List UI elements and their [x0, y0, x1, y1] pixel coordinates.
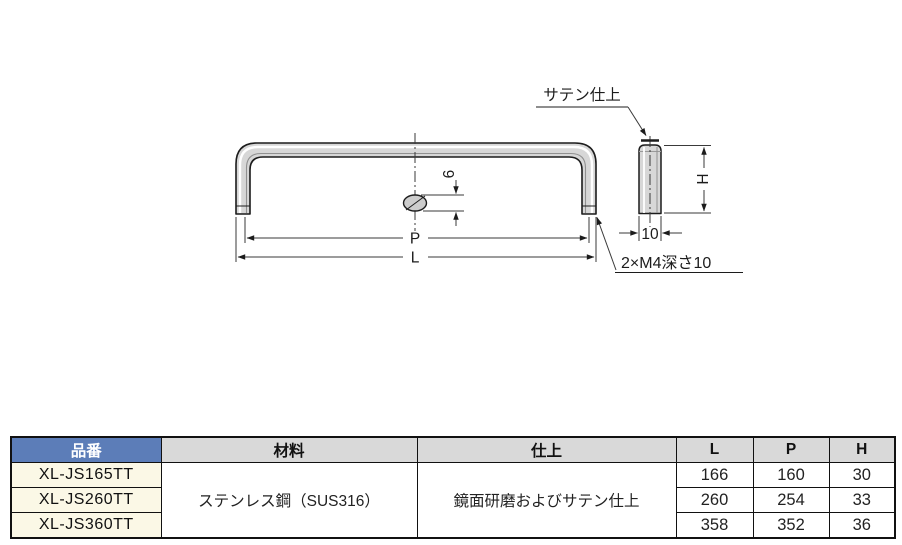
- L-value-cell: 358: [675, 512, 754, 539]
- cross-section-hatch: [405, 195, 426, 211]
- H-value-cell: 30: [828, 462, 896, 488]
- satin-finish-label: サテン仕上: [543, 86, 621, 104]
- dimension-L: [235, 217, 597, 262]
- dim-L-label: L: [411, 250, 420, 267]
- dim-P-label: P: [410, 231, 420, 248]
- part-no-cell: XL-JS360TT: [10, 512, 162, 539]
- spec-table-container: 品番 材料 仕上 L P H XL-JS165TT ステンレス鋼（SUS316）…: [10, 436, 896, 539]
- col-header-part-no: 品番: [10, 436, 162, 463]
- col-header-P: P: [752, 436, 830, 463]
- spec-table: 品番 材料 仕上 L P H XL-JS165TT ステンレス鋼（SUS316）…: [10, 436, 896, 539]
- L-value-cell: 166: [675, 462, 754, 488]
- col-header-finish: 仕上: [416, 436, 677, 463]
- handle-technical-drawing: 6 P L 2×M4深さ10: [235, 86, 743, 274]
- dimension-6: [421, 180, 464, 226]
- part-no-cell: XL-JS165TT: [10, 462, 162, 488]
- end-view: サテン仕上 H 10: [536, 86, 712, 243]
- thread-note-label: 2×M4深さ10: [621, 254, 711, 272]
- col-header-L: L: [675, 436, 754, 463]
- front-view: 6 P L 2×M4深さ10: [235, 133, 743, 274]
- col-header-material: 材料: [160, 436, 418, 463]
- header-row: 品番 材料 仕上 L P H: [10, 436, 896, 463]
- P-value-cell: 160: [752, 462, 830, 488]
- dimension-P: [244, 217, 590, 243]
- satin-leader: [627, 106, 647, 136]
- handle-inner-shade: [245, 152, 587, 213]
- col-header-H: H: [828, 436, 896, 463]
- dim-6-label: 6: [441, 170, 458, 179]
- thread-note-leader: [596, 217, 617, 271]
- dimension-H: [664, 145, 711, 214]
- handle-outline: [235, 142, 597, 215]
- handle-highlight: [238, 145, 594, 213]
- dim-10-label: 10: [641, 226, 659, 243]
- material-cell: ステンレス鋼（SUS316）: [160, 462, 418, 539]
- table-row: XL-JS360TT 358 352 36: [10, 512, 896, 539]
- dim-H-label: H: [695, 173, 712, 184]
- part-no-cell: XL-JS260TT: [10, 487, 162, 513]
- H-value-cell: 33: [828, 487, 896, 513]
- finish-cell: 鏡面研磨およびサテン仕上: [416, 462, 677, 539]
- table-row: XL-JS165TT ステンレス鋼（SUS316） 鏡面研磨およびサテン仕上 1…: [10, 462, 896, 539]
- L-value-cell: 260: [675, 487, 754, 513]
- H-value-cell: 36: [828, 512, 896, 539]
- P-value-cell: 352: [752, 512, 830, 539]
- dimension-10: [619, 216, 682, 241]
- table-row: XL-JS260TT 260 254 33: [10, 487, 896, 513]
- P-value-cell: 254: [752, 487, 830, 513]
